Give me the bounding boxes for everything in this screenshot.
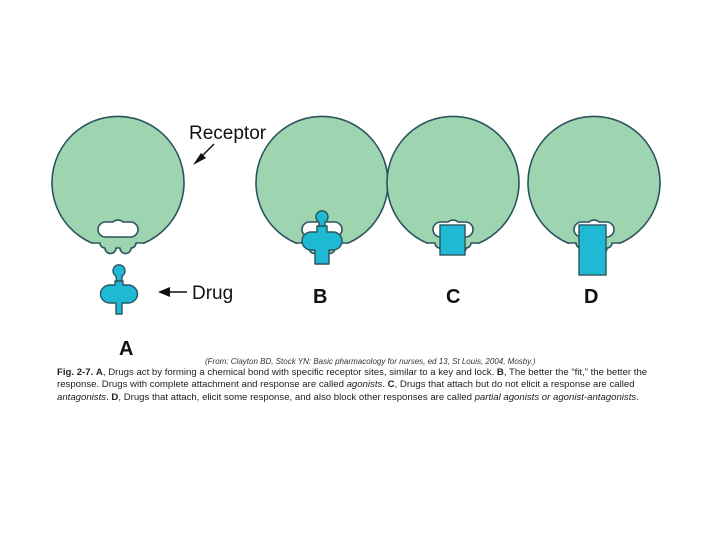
drug-label: Drug xyxy=(192,283,233,304)
caption-text-b: , The better the “fit,” the better the r… xyxy=(57,367,648,391)
caption-text-c: , Drugs that attach but do not elicit a … xyxy=(394,379,635,391)
drug-c xyxy=(439,224,466,256)
panel-label-a: A xyxy=(119,338,133,360)
receptor-label: Receptor xyxy=(189,123,267,144)
caption-text-a: , Drugs act by forming a chemical bond w… xyxy=(102,367,495,378)
panel-label-d: D xyxy=(584,286,598,308)
caption-term-antagonists: antagonists xyxy=(57,391,107,403)
caption-fig-number: Fig. 2-7. xyxy=(57,367,94,378)
caption-letter-b: B xyxy=(496,367,504,378)
figure-source: (From: Clayton BD, Stock YN: Basic pharm… xyxy=(205,357,536,366)
drug-b xyxy=(301,210,343,265)
drug-a xyxy=(99,264,139,315)
receptor-arrow xyxy=(193,143,215,165)
caption-period: . xyxy=(636,391,639,403)
caption-letter-d: D xyxy=(111,391,119,403)
panel-label-b: B xyxy=(313,286,327,308)
figure-caption: Fig. 2-7. A, Drugs act by forming a chem… xyxy=(57,367,648,403)
receptor-a xyxy=(52,116,184,253)
caption-letter-c: C xyxy=(387,379,395,391)
caption-letter-a: A xyxy=(95,367,103,378)
caption-term-partial: partial agonists or agonist-antagonists xyxy=(474,391,637,403)
drug-d xyxy=(578,224,607,276)
drug-arrow xyxy=(158,287,187,297)
panel-label-c: C xyxy=(446,286,460,308)
caption-text-d: , Drugs that attach, elicit some respons… xyxy=(118,391,472,403)
caption-term-agonists: agonists xyxy=(346,379,383,391)
